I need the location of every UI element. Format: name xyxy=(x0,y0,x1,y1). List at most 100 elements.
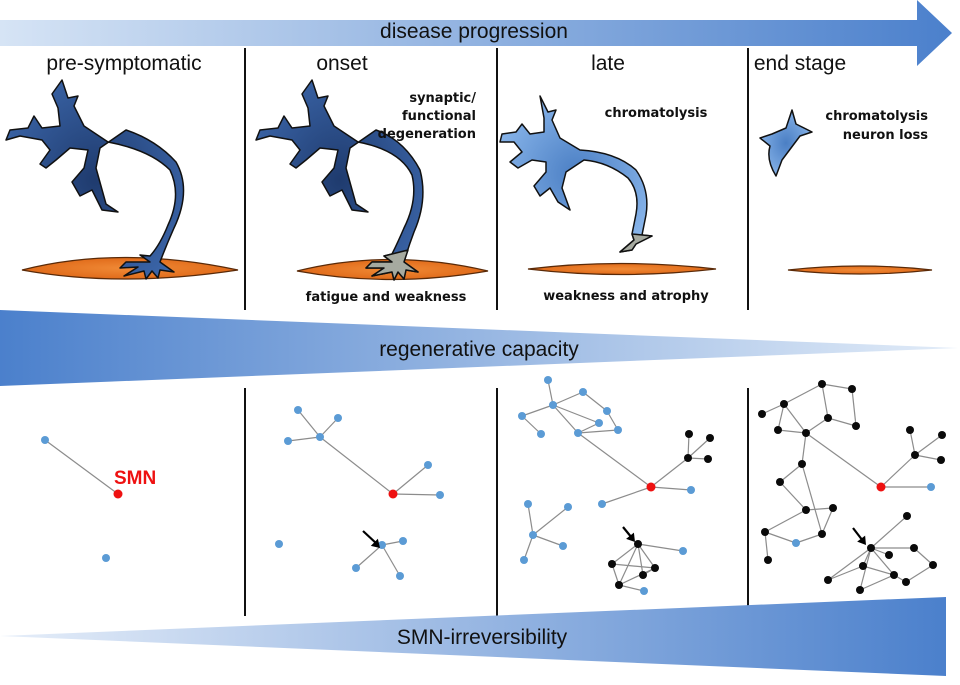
network-edge xyxy=(319,417,339,438)
irreversible-node xyxy=(634,540,642,548)
network-edge xyxy=(650,457,689,488)
network-edge xyxy=(521,415,542,435)
stage-dividers xyxy=(244,48,749,616)
network-node xyxy=(549,401,557,409)
annotation-chromatolysis-end: chromatolysis xyxy=(825,109,928,124)
network-edge xyxy=(582,391,608,412)
network-edge xyxy=(801,463,823,535)
annotation-degeneration: degeneration xyxy=(378,127,476,142)
network-edge xyxy=(827,565,864,581)
network-node xyxy=(102,554,110,562)
pointer-arrow-icon xyxy=(622,526,635,542)
irreversible-node xyxy=(903,512,911,520)
network-edge xyxy=(547,379,554,406)
regenerative-capacity-wedge: regenerative capacity xyxy=(0,310,958,386)
stage-annotations: synaptic/ functional degeneration fatigu… xyxy=(306,91,929,305)
irreversible-node xyxy=(890,571,898,579)
network-node xyxy=(537,430,545,438)
network-edge xyxy=(532,534,564,547)
irreversible-node xyxy=(764,556,772,564)
network-edge xyxy=(783,403,807,434)
network-node xyxy=(524,500,532,508)
interaction-networks xyxy=(41,376,946,595)
irreversible-node xyxy=(829,504,837,512)
irreversible-node xyxy=(774,426,782,434)
network-node xyxy=(679,547,687,555)
network-edge xyxy=(552,391,584,406)
network-node xyxy=(424,461,432,469)
motor-neuron-late xyxy=(499,95,653,253)
network-edge xyxy=(779,463,803,483)
pointer-arrow-icon xyxy=(362,530,380,548)
irreversible-node xyxy=(706,434,714,442)
network-edge xyxy=(637,543,644,576)
irreversible-node xyxy=(608,560,616,568)
annotation-weakness-atrophy: weakness and atrophy xyxy=(543,289,709,304)
irreversible-node xyxy=(938,431,946,439)
network-edge xyxy=(827,417,857,427)
network-edge xyxy=(687,437,711,459)
irreversible-node xyxy=(684,454,692,462)
network-node xyxy=(378,541,386,549)
network-edge xyxy=(764,531,769,561)
annotation-chromatolysis-late: chromatolysis xyxy=(605,106,708,121)
network-node xyxy=(334,414,342,422)
network-node xyxy=(436,491,444,499)
irreversible-node xyxy=(639,571,647,579)
disease-progression-label: disease progression xyxy=(380,20,568,43)
network-node xyxy=(614,426,622,434)
network-edge xyxy=(777,403,785,431)
network-edge xyxy=(521,404,554,417)
network-edge xyxy=(381,544,401,577)
network-edge xyxy=(287,436,321,442)
smn-hub-node xyxy=(876,482,886,492)
irreversible-node xyxy=(818,380,826,388)
irreversible-node xyxy=(798,460,806,468)
irreversible-node xyxy=(906,426,914,434)
network-edge xyxy=(44,439,119,495)
network-edge xyxy=(319,436,394,495)
network-node xyxy=(544,376,552,384)
smn-irreversibility-label: SMN-irreversibility xyxy=(397,626,568,649)
network-edge xyxy=(914,454,942,461)
network-edge xyxy=(821,383,829,419)
irreversible-node xyxy=(615,581,623,589)
network-node xyxy=(518,412,526,420)
degenerated-terminal-late xyxy=(619,233,653,253)
network-edge xyxy=(862,565,895,576)
network-edge xyxy=(618,543,639,586)
irreversible-node xyxy=(685,430,693,438)
smn-irreversibility-wedge: SMN-irreversibility xyxy=(0,597,946,676)
motor-neuron-onset xyxy=(255,79,424,281)
network-node xyxy=(559,542,567,550)
stage-label-onset: onset xyxy=(316,52,368,75)
irreversible-node xyxy=(902,578,910,586)
network-node xyxy=(598,500,606,508)
network-edge xyxy=(795,533,823,544)
network-onset xyxy=(275,406,444,580)
muscle-fiber-end-stage xyxy=(787,265,933,275)
network-edge xyxy=(611,563,656,569)
network-node xyxy=(603,407,611,415)
network-edge xyxy=(880,454,916,488)
irreversible-node xyxy=(867,544,875,552)
network-edge xyxy=(913,547,934,566)
network-edge xyxy=(650,486,692,491)
network-node xyxy=(396,572,404,580)
network-edge xyxy=(909,429,916,456)
pointer-arrow-icon xyxy=(852,527,866,545)
network-edge xyxy=(523,534,534,561)
irreversible-node xyxy=(856,586,864,594)
smn-hub-node xyxy=(388,489,398,499)
network-edge xyxy=(870,515,908,549)
network-node xyxy=(316,433,324,441)
network-edge xyxy=(527,503,534,536)
smn-hub-node xyxy=(646,482,656,492)
irreversible-node xyxy=(704,455,712,463)
network-edge xyxy=(637,543,684,552)
network-edge xyxy=(601,486,652,505)
network-edge xyxy=(764,509,807,533)
network-node xyxy=(284,437,292,445)
irreversible-node xyxy=(848,385,856,393)
